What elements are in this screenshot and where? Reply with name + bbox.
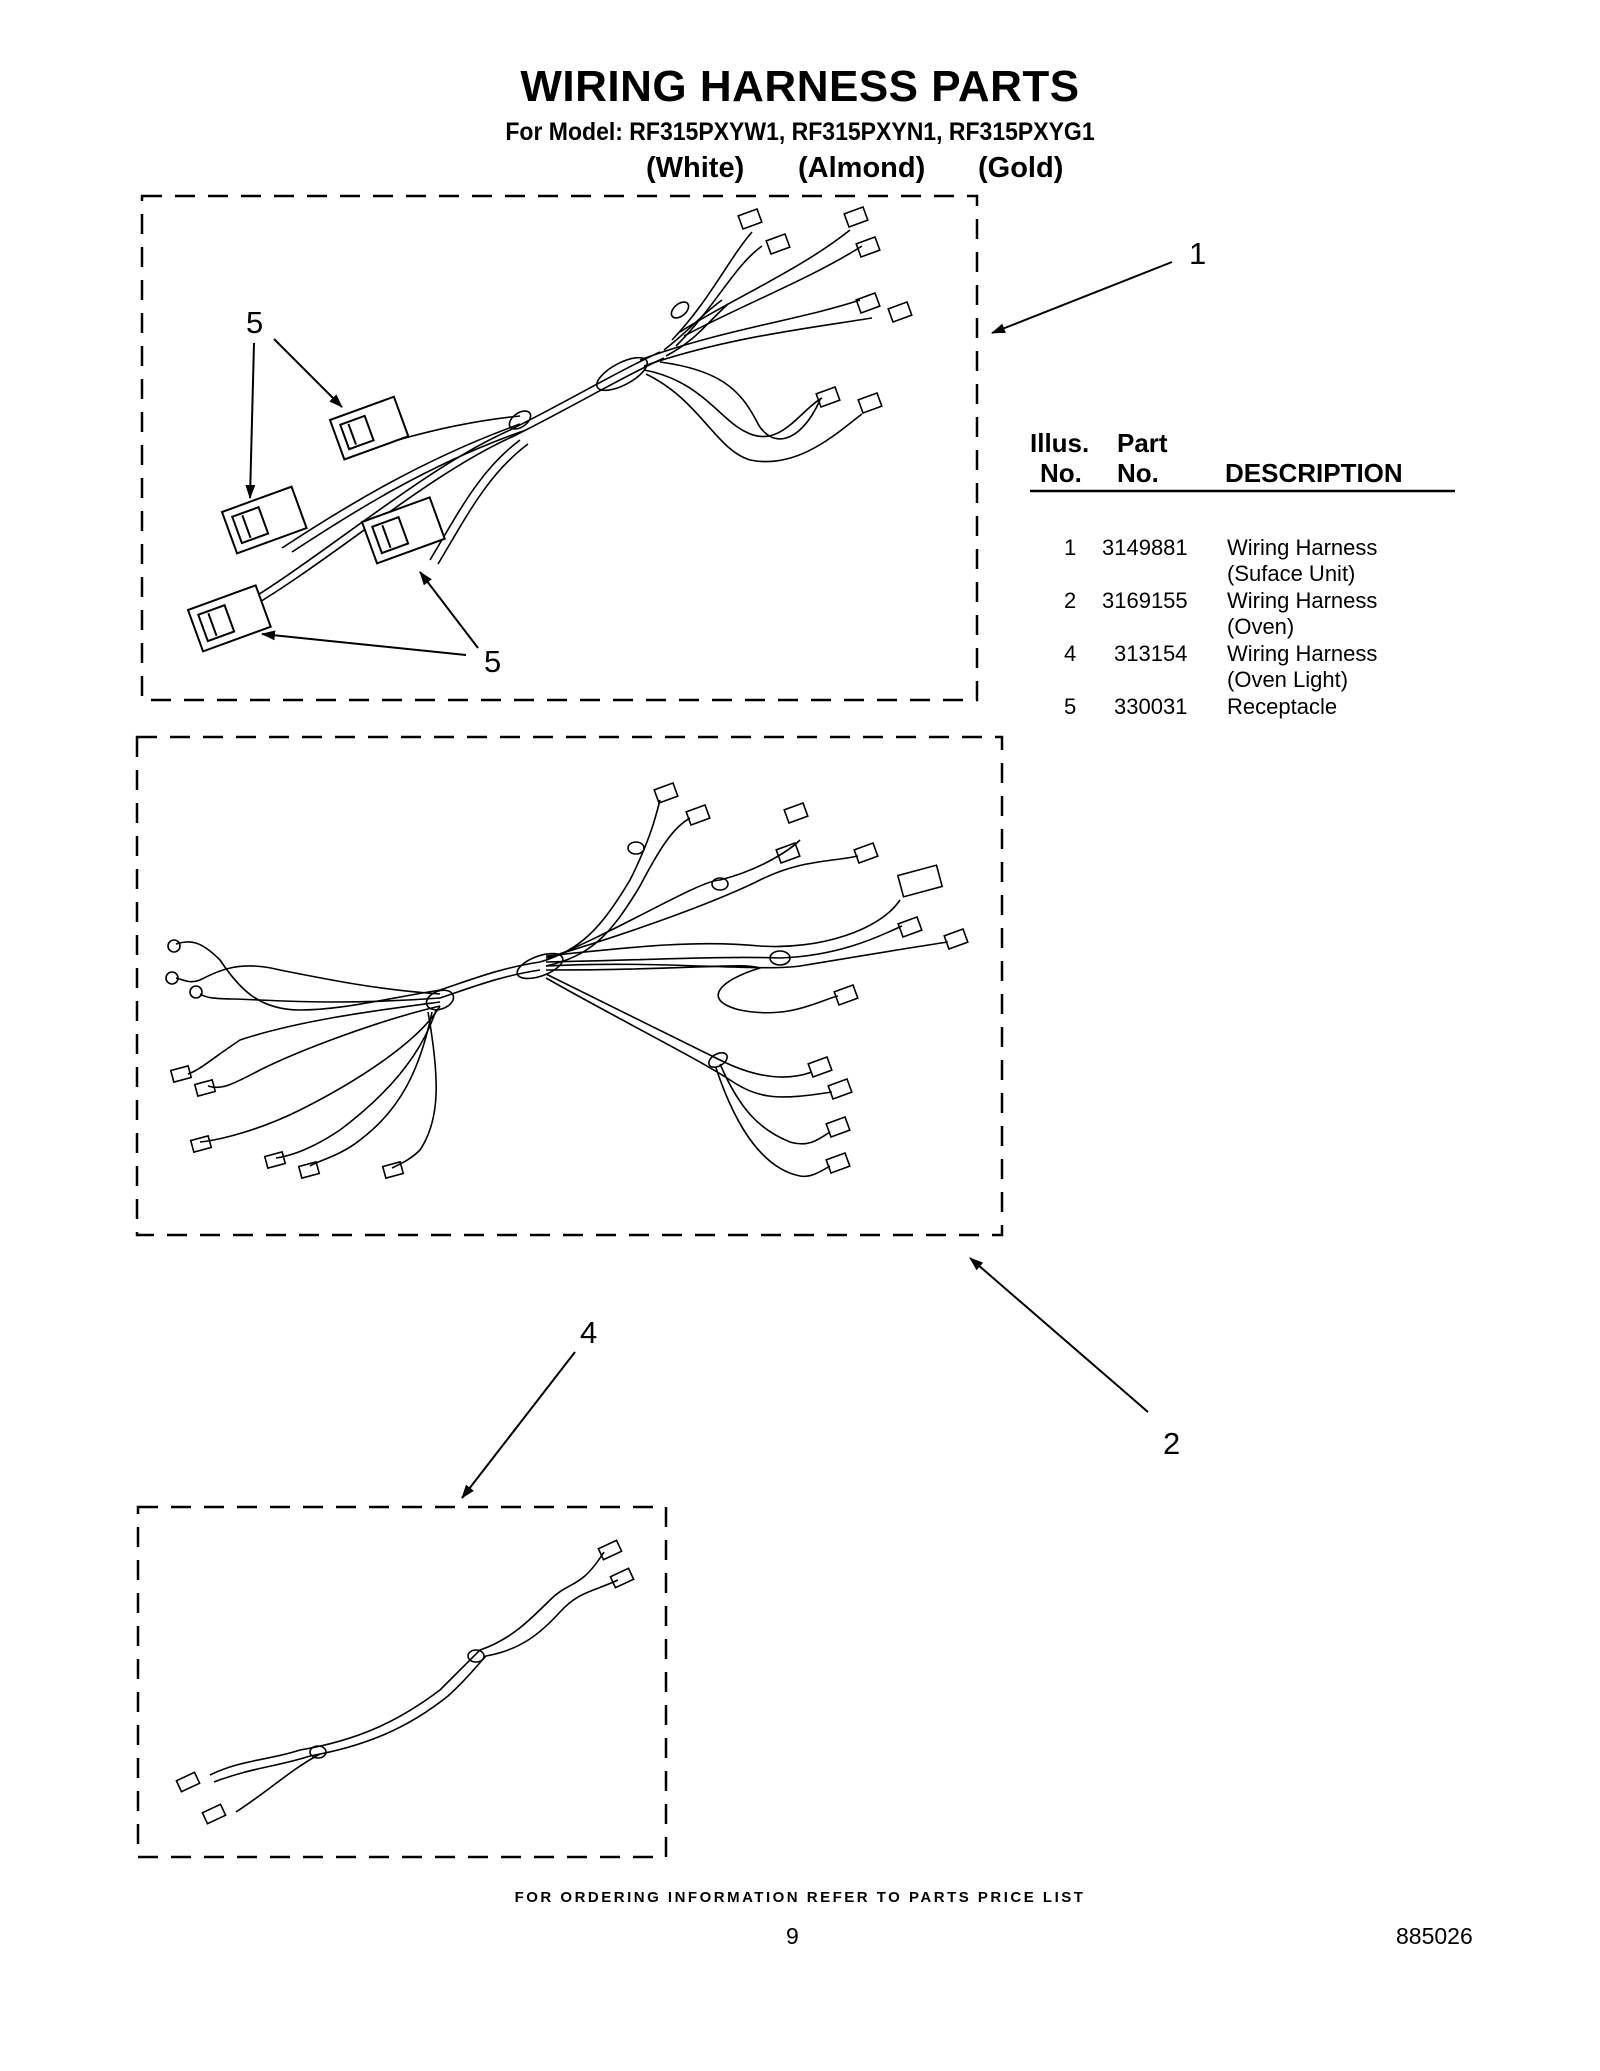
page-number: 9 [786, 1923, 799, 1949]
row-description: Wiring Harness [1227, 588, 1378, 613]
harness-1-surface-unit [229, 205, 913, 617]
row-illus: 2 [1064, 588, 1077, 613]
row-description: Wiring Harness [1227, 641, 1378, 666]
description-header: DESCRIPTION [1225, 458, 1403, 488]
callout-5-arrow-a [273, 338, 343, 408]
row-description-note: (Oven) [1227, 614, 1295, 639]
row-illus: 1 [1064, 535, 1077, 560]
row-description-note: (Suface Unit) [1227, 561, 1356, 586]
document-number: 885026 [1396, 1923, 1473, 1949]
callout-2-arrow [969, 1257, 1149, 1413]
illus-header-line2: No. [1040, 458, 1082, 488]
callout-5-label-top: 5 [246, 305, 264, 340]
callout-4-label: 4 [580, 1315, 598, 1350]
row-part: 3149881 [1102, 535, 1188, 560]
harness-4-oven-light [175, 1539, 635, 1825]
harness-2-frame [135, 735, 1004, 1237]
callout-5-label-bottom: 5 [484, 644, 502, 679]
harness-1-frame [140, 194, 979, 702]
receptacles [186, 395, 446, 653]
part-header-line2: No. [1117, 458, 1159, 488]
part-header-line1: Part [1117, 428, 1168, 458]
variant-white: (White) [646, 152, 745, 184]
row-part: 3169155 [1102, 588, 1188, 613]
row-description: Wiring Harness [1227, 535, 1378, 560]
callout-5-arrow-c [419, 571, 479, 649]
callout-1-label: 1 [1189, 236, 1207, 271]
ordering-footer: FOR ORDERING INFORMATION REFER TO PARTS … [514, 1889, 1086, 1906]
callout-5-arrow-d [261, 630, 467, 656]
row-illus: 4 [1064, 641, 1077, 666]
callout-5-arrow-b [245, 342, 256, 499]
row-description-note: (Oven Light) [1227, 667, 1349, 692]
illus-header-line1: Illus. [1030, 428, 1090, 458]
callout-4-arrow [461, 1351, 576, 1499]
row-part: 330031 [1114, 694, 1188, 719]
page-title: WIRING HARNESS PARTS [520, 62, 1080, 111]
row-illus: 5 [1064, 694, 1077, 719]
callout-1-arrow [991, 261, 1173, 334]
model-subtitle: For Model: RF315PXYW1, RF315PXYN1, RF315… [505, 118, 1095, 146]
harness-4-frame [136, 1505, 668, 1859]
callout-2-label: 2 [1163, 1426, 1181, 1461]
row-description: Receptacle [1227, 694, 1338, 719]
harness-2-oven [165, 781, 969, 1180]
harness-1-sleeve [595, 356, 649, 392]
row-part: 313154 [1114, 641, 1188, 666]
variant-almond: (Almond) [798, 152, 926, 184]
variant-gold: (Gold) [978, 152, 1064, 184]
